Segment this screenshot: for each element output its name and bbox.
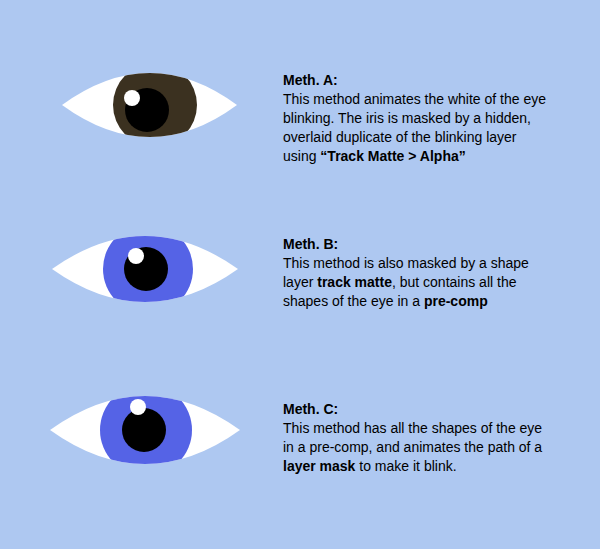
method-text: Meth. C:This method has all the shapes o… bbox=[283, 400, 549, 476]
eye-b bbox=[52, 224, 238, 314]
bold-term: track matte bbox=[317, 274, 392, 290]
method-description: This method is also masked by a shape la… bbox=[283, 254, 549, 311]
method-description: This method animates the white of the ey… bbox=[283, 90, 549, 166]
eye-a bbox=[62, 63, 237, 147]
bold-term: “Track Matte > Alpha” bbox=[320, 148, 465, 164]
method-text: Meth. B:This method is also masked by a … bbox=[283, 235, 549, 311]
description-text: to make it blink. bbox=[359, 458, 456, 474]
method-heading: Meth. C: bbox=[283, 400, 549, 419]
method-text: Meth. A:This method animates the white o… bbox=[283, 71, 549, 166]
bold-term: layer mask bbox=[283, 458, 355, 474]
method-heading: Meth. B: bbox=[283, 235, 549, 254]
bold-term: pre-comp bbox=[424, 293, 488, 309]
eye-c bbox=[50, 384, 240, 476]
method-description: This method has all the shapes of the ey… bbox=[283, 419, 549, 476]
description-text: This method has all the shapes of the ey… bbox=[283, 420, 542, 455]
method-heading: Meth. A: bbox=[283, 71, 549, 90]
